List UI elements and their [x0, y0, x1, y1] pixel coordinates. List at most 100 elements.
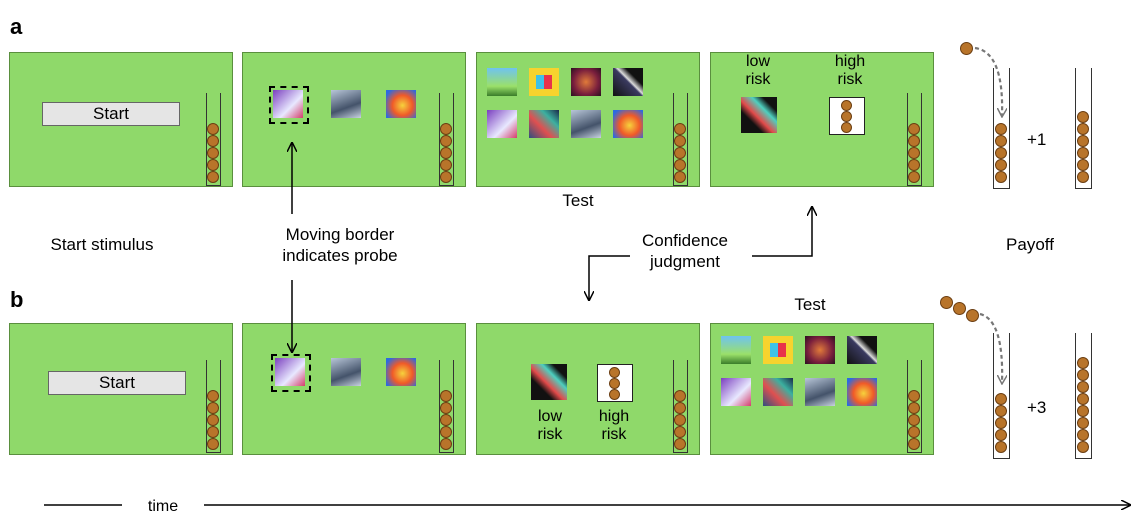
- coin-icon: [995, 123, 1007, 135]
- coin-icon: [207, 390, 219, 402]
- coin-icon: [440, 426, 452, 438]
- coin-icon: [908, 123, 920, 135]
- cactus-icon: [805, 336, 835, 364]
- coin-icon: [995, 417, 1007, 429]
- coin-icon: [207, 123, 219, 135]
- start-button[interactable]: Start: [48, 371, 186, 395]
- payoff-coin-path-b: [979, 312, 1002, 383]
- coin-icon: [995, 159, 1007, 171]
- coin-icon: [207, 135, 219, 147]
- coin-icon: [674, 159, 686, 171]
- coin-icon: [207, 402, 219, 414]
- train-icon: [487, 110, 517, 138]
- abstract-icon: [763, 378, 793, 406]
- coin-icon: [440, 159, 452, 171]
- coin-icon: [1077, 417, 1089, 429]
- coin-icon: [1077, 441, 1089, 453]
- high-risk-option[interactable]: [597, 364, 633, 402]
- start-screen-a: Start: [9, 52, 233, 187]
- coin-icon: [674, 414, 686, 426]
- probe-screen-b: [242, 323, 466, 455]
- payoff-coin-path-a: [974, 46, 1002, 116]
- coin-icon: [1077, 369, 1089, 381]
- test-screen-b: [710, 323, 934, 455]
- payoff-tube-after-b: [1075, 333, 1092, 459]
- coin-icon: [674, 135, 686, 147]
- coin-tube: [673, 360, 688, 453]
- coin-icon: [1077, 123, 1089, 135]
- coin-icon: [440, 390, 452, 402]
- coin-icon: [674, 402, 686, 414]
- start-button[interactable]: Start: [42, 102, 180, 126]
- coin-icon: [1077, 393, 1089, 405]
- coin-icon: [207, 426, 219, 438]
- crowd-photo-icon: [571, 110, 601, 138]
- start-stimulus-caption: Start stimulus: [50, 235, 154, 254]
- heatmap-icon: [386, 358, 416, 386]
- coin-icon: [674, 123, 686, 135]
- coin-icon: [609, 389, 620, 400]
- moving-border-probe: [269, 86, 309, 124]
- test-caption-b: Test: [794, 295, 826, 314]
- coin-icon: [1077, 111, 1089, 123]
- coin-icon: [207, 147, 219, 159]
- coin-icon: [908, 414, 920, 426]
- test-screen-a: [476, 52, 700, 187]
- coin-icon: [440, 135, 452, 147]
- coin-icon: [995, 171, 1007, 183]
- low-risk-option[interactable]: [531, 364, 567, 400]
- arrow-confidence-left-down: [589, 255, 630, 300]
- coin-icon: [1077, 159, 1089, 171]
- coin-icon: [1077, 429, 1089, 441]
- coin-icon: [995, 147, 1007, 159]
- coin-icon: [440, 438, 452, 450]
- coin-icon: [1077, 381, 1089, 393]
- lemon-icon: [529, 68, 559, 96]
- tree-icon: [721, 336, 751, 364]
- heatmap-icon: [386, 90, 416, 118]
- coin-icon: [440, 402, 452, 414]
- payoff-value-b: +3: [1027, 398, 1047, 417]
- coin-icon: [674, 147, 686, 159]
- coin-icon: [207, 438, 219, 450]
- probe-screen-a: [242, 52, 466, 187]
- lemon-icon: [763, 336, 793, 364]
- coin-icon: [995, 393, 1007, 405]
- train-icon: [721, 378, 751, 406]
- crowd-photo-icon: [805, 378, 835, 406]
- falling-coin: [953, 302, 966, 315]
- coin-tube: [673, 93, 688, 186]
- cactus-icon: [571, 68, 601, 96]
- coin-icon: [908, 135, 920, 147]
- coin-icon: [609, 367, 620, 378]
- high-risk-option[interactable]: [829, 97, 865, 135]
- time-label: time: [147, 498, 179, 515]
- coin-icon: [908, 159, 920, 171]
- payoff-tube-before-a: [993, 68, 1010, 189]
- payoff-value-a: +1: [1027, 130, 1047, 149]
- coin-icon: [674, 390, 686, 402]
- train-icon: [273, 90, 303, 118]
- coin-tube: [439, 93, 454, 186]
- coin-icon: [674, 171, 686, 183]
- coin-icon: [841, 111, 852, 122]
- low-risk-option[interactable]: [741, 97, 777, 133]
- coin-icon: [440, 414, 452, 426]
- heatmap-icon: [847, 378, 877, 406]
- coin-icon: [207, 414, 219, 426]
- coin-tube: [206, 93, 221, 186]
- coin-icon: [841, 122, 852, 133]
- coin-icon: [995, 135, 1007, 147]
- rocket-icon: [847, 336, 877, 364]
- payoff-tube-before-b: [993, 333, 1010, 459]
- falling-coin: [966, 309, 979, 322]
- moving-border-probe: [271, 354, 311, 392]
- falling-coin: [940, 296, 953, 309]
- coin-icon: [908, 426, 920, 438]
